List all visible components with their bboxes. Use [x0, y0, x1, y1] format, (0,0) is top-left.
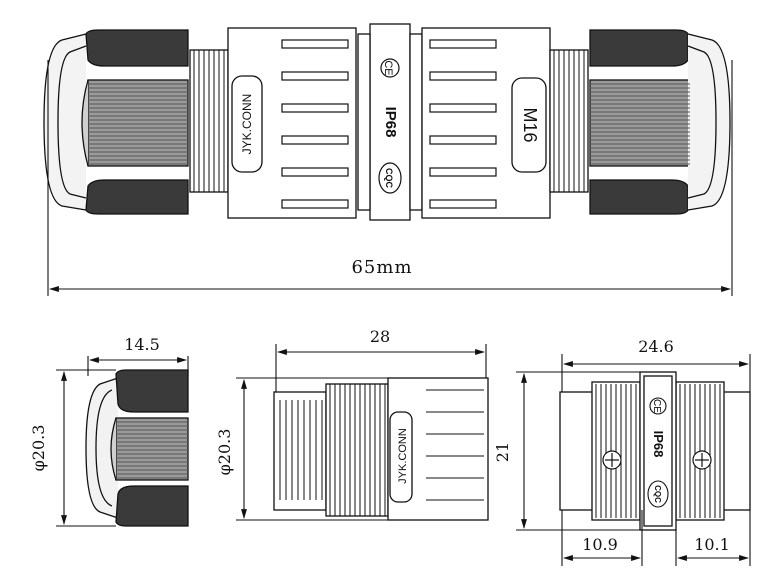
- right-claw-top: [589, 29, 689, 67]
- ce-mark-right: CE: [651, 399, 662, 413]
- right-view-length-label: 24.6: [638, 337, 674, 356]
- screw-icons: [602, 450, 712, 470]
- ip-rating-top: IP68: [382, 107, 399, 138]
- end-view-diameter-label: φ20.3: [29, 425, 48, 472]
- body-slot: [429, 135, 497, 145]
- thread-label-top: M16: [520, 107, 540, 142]
- body-slot: [429, 103, 497, 113]
- side-view-details: [279, 384, 484, 516]
- side-view-right-dims: [516, 354, 751, 566]
- right-claw-bottom: [589, 179, 689, 215]
- top-marks: CE IP68 CQC JYK.CONN M16: [240, 58, 540, 194]
- left-claw-top: [85, 29, 189, 67]
- thread-lines: [193, 50, 585, 192]
- body-slot: [429, 71, 497, 81]
- body-slot: [281, 135, 349, 145]
- side-view-dims: [236, 344, 487, 521]
- end-view-left: [85, 369, 189, 527]
- body-slot: [281, 39, 349, 49]
- ip-rating-right: IP68: [651, 431, 666, 458]
- end-view-left-dims: [56, 356, 189, 527]
- body-slots: [281, 39, 497, 209]
- side-view-middle: [273, 377, 489, 521]
- overall-length-dimension: [47, 60, 733, 296]
- overall-length-label: 65mm: [351, 257, 412, 278]
- right-view-height-label: 21: [493, 442, 512, 462]
- ce-mark-top: CE: [382, 60, 394, 75]
- body-slot: [281, 199, 349, 209]
- cqc-mark-top: CQC: [384, 168, 394, 189]
- end-view-ribs: [116, 421, 188, 479]
- end-view-width-label: 14.5: [124, 335, 160, 354]
- grip-ribs: [88, 83, 690, 165]
- body-slot: [281, 167, 349, 177]
- body-slot: [429, 167, 497, 177]
- cqc-mark-right: CQC: [653, 485, 662, 503]
- side-view-brand-label: JYK.CONN: [397, 428, 409, 484]
- brand-label-top: JYK.CONN: [240, 94, 254, 155]
- body-slot: [429, 39, 497, 49]
- right-view-right-label: 10.1: [694, 535, 730, 554]
- body-slot: [281, 71, 349, 81]
- side-view-length-label: 28: [370, 327, 390, 346]
- body-slot: [281, 103, 349, 113]
- right-view-left-label: 10.9: [582, 535, 618, 554]
- body-slot: [429, 199, 497, 209]
- left-claw-bottom: [85, 179, 189, 215]
- right-view-marks: CE IP68 CQC: [647, 397, 669, 508]
- side-view-diameter-label: φ20.3: [215, 429, 234, 476]
